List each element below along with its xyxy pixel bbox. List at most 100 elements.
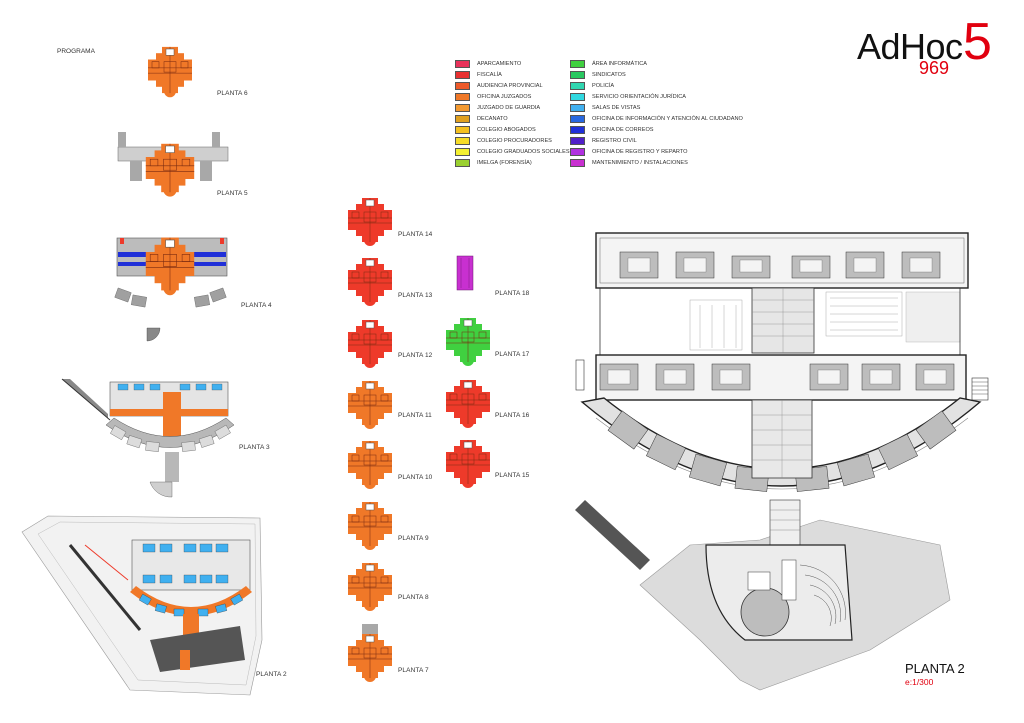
legend-swatch bbox=[455, 59, 470, 68]
label-planta-8: PLANTA 8 bbox=[398, 594, 429, 601]
label-planta-18: PLANTA 18 bbox=[495, 290, 530, 297]
legend-swatch bbox=[570, 81, 585, 90]
legend-item: REGISTRO CIVIL bbox=[570, 135, 743, 146]
plan-planta-15 bbox=[445, 439, 491, 488]
plan-planta-10 bbox=[347, 440, 393, 489]
label-planta-2-small: PLANTA 2 bbox=[256, 671, 287, 678]
plan-planta-16 bbox=[445, 379, 491, 428]
legend-column-left: APARCAMIENTO FISCALÍA AUDIENCIA PROVINCIAL… bbox=[455, 58, 570, 168]
main-plan-title: PLANTA 2 bbox=[905, 661, 965, 676]
legend-item: OFICINA DE CORREOS bbox=[570, 124, 743, 135]
legend-swatch bbox=[455, 158, 470, 167]
plan-planta-8 bbox=[347, 562, 393, 611]
label-planta-3: PLANTA 3 bbox=[239, 444, 270, 451]
label-planta-6: PLANTA 6 bbox=[217, 90, 248, 97]
legend-item: OFICINA DE REGISTRO Y REPARTO bbox=[570, 146, 743, 157]
brand-code: 969 bbox=[919, 58, 950, 78]
plan-planta-12 bbox=[347, 319, 393, 368]
legend-item: OFICINA DE INFORMACIÓN Y ATENCIÓN AL CIU… bbox=[570, 113, 743, 124]
plan-planta-13 bbox=[347, 257, 393, 306]
legend-item: JUZGADO DE GUARDIA bbox=[455, 102, 570, 113]
plan-planta-18 bbox=[456, 255, 474, 291]
legend-item: ÁREA INFORMÁTICA bbox=[570, 58, 743, 69]
legend-label: SALAS DE VISTAS bbox=[592, 104, 641, 111]
brand-name: AdHoc bbox=[857, 26, 963, 67]
legend-label: OFICINA DE INFORMACIÓN Y ATENCIÓN AL CIU… bbox=[592, 115, 743, 122]
legend-label: COLEGIO ABOGADOS bbox=[477, 126, 536, 133]
legend-label: OFICINA DE REGISTRO Y REPARTO bbox=[592, 148, 688, 155]
color-legend: APARCAMIENTO FISCALÍA AUDIENCIA PROVINCIAL… bbox=[455, 58, 785, 170]
label-planta-5: PLANTA 5 bbox=[217, 190, 248, 197]
legend-label: APARCAMIENTO bbox=[477, 60, 522, 67]
legend-swatch bbox=[570, 125, 585, 134]
label-planta-9: PLANTA 9 bbox=[398, 535, 429, 542]
plan-planta-2-small bbox=[21, 515, 263, 696]
legend-label: OFICINA JUZGADOS bbox=[477, 93, 532, 100]
legend-label: MANTENIMIENTO / INSTALACIONES bbox=[592, 159, 688, 166]
brand-logo: AdHoc 5 969 bbox=[857, 13, 1007, 78]
legend-item: POLICÍA bbox=[570, 80, 743, 91]
legend-label: DECANATO bbox=[477, 115, 508, 122]
legend-swatch bbox=[570, 103, 585, 112]
plan-planta-7 bbox=[347, 624, 393, 682]
label-planta-10: PLANTA 10 bbox=[398, 474, 433, 481]
legend-swatch bbox=[570, 70, 585, 79]
legend-label: COLEGIO PROCURADORES bbox=[477, 137, 552, 144]
label-planta-17: PLANTA 17 bbox=[495, 351, 530, 358]
label-planta-12: PLANTA 12 bbox=[398, 352, 433, 359]
legend-label: IMELGA (FORENSÍA) bbox=[477, 159, 532, 166]
legend-item: FISCALÍA bbox=[455, 69, 570, 80]
legend-swatch bbox=[455, 70, 470, 79]
legend-item: APARCAMIENTO bbox=[455, 58, 570, 69]
legend-label: JUZGADO DE GUARDIA bbox=[477, 104, 541, 111]
label-planta-13: PLANTA 13 bbox=[398, 292, 433, 299]
plan-planta-17 bbox=[445, 317, 491, 366]
label-planta-4: PLANTA 4 bbox=[241, 302, 272, 309]
legend-swatch bbox=[455, 136, 470, 145]
legend-swatch bbox=[570, 114, 585, 123]
plan-planta-14 bbox=[347, 197, 393, 246]
plan-planta-3 bbox=[61, 378, 235, 498]
legend-item: COLEGIO ABOGADOS bbox=[455, 124, 570, 135]
legend-label: COLEGIO GRADUADOS SOCIALES bbox=[477, 148, 570, 155]
legend-label: SINDICATOS bbox=[592, 71, 626, 78]
legend-label: POLICÍA bbox=[592, 82, 615, 89]
legend-label: SERVICIO ORIENTACIÓN JURÍDICA bbox=[592, 93, 686, 100]
plan-planta-2-main bbox=[575, 232, 989, 691]
legend-column-right: ÁREA INFORMÁTICA SINDICATOS POLICÍA SERVICI… bbox=[570, 58, 743, 168]
legend-item: SERVICIO ORIENTACIÓN JURÍDICA bbox=[570, 91, 743, 102]
label-planta-7: PLANTA 7 bbox=[398, 667, 429, 674]
legend-label: ÁREA INFORMÁTICA bbox=[592, 60, 648, 67]
legend-item: COLEGIO GRADUADOS SOCIALES bbox=[455, 146, 570, 157]
legend-label: FISCALÍA bbox=[477, 71, 502, 78]
main-plan-scale: e:1/300 bbox=[905, 677, 934, 687]
legend-item: AUDIENCIA PROVINCIAL bbox=[455, 80, 570, 91]
legend-swatch bbox=[570, 92, 585, 101]
legend-swatch bbox=[455, 147, 470, 156]
plan-planta-4 bbox=[114, 237, 228, 342]
legend-swatch bbox=[570, 158, 585, 167]
legend-item: DECANATO bbox=[455, 113, 570, 124]
legend-swatch bbox=[455, 81, 470, 90]
plan-planta-6 bbox=[147, 46, 193, 98]
legend-item: SINDICATOS bbox=[570, 69, 743, 80]
brand-number: 5 bbox=[963, 13, 992, 71]
legend-item: SALAS DE VISTAS bbox=[570, 102, 743, 113]
plan-planta-5 bbox=[117, 132, 229, 197]
legend-swatch bbox=[570, 147, 585, 156]
legend-item: OFICINA JUZGADOS bbox=[455, 91, 570, 102]
legend-item: IMELGA (FORENSÍA) bbox=[455, 157, 570, 168]
label-planta-16: PLANTA 16 bbox=[495, 412, 530, 419]
legend-swatch bbox=[570, 59, 585, 68]
legend-swatch bbox=[570, 136, 585, 145]
legend-swatch bbox=[455, 114, 470, 123]
legend-item: COLEGIO PROCURADORES bbox=[455, 135, 570, 146]
legend-swatch bbox=[455, 125, 470, 134]
legend-label: AUDIENCIA PROVINCIAL bbox=[477, 82, 543, 89]
legend-swatch bbox=[455, 92, 470, 101]
legend-label: OFICINA DE CORREOS bbox=[592, 126, 654, 133]
label-planta-11: PLANTA 11 bbox=[398, 412, 432, 419]
plan-planta-11 bbox=[347, 380, 393, 429]
legend-item: MANTENIMIENTO / INSTALACIONES bbox=[570, 157, 743, 168]
